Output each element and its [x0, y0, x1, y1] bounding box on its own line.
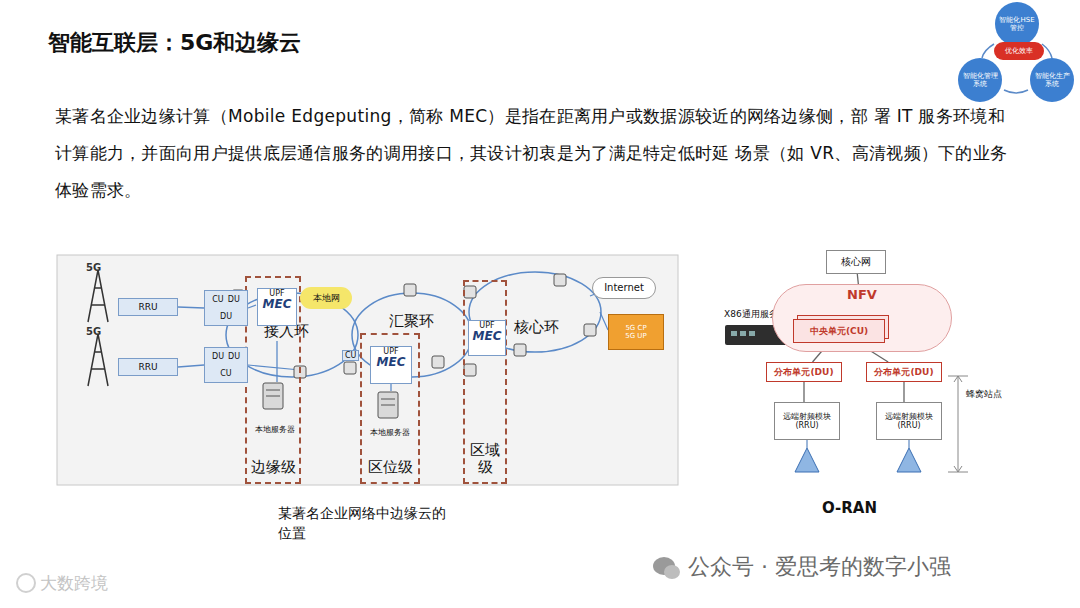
upf-mec-box: UPFMEC [468, 320, 506, 356]
node-text: NFV [847, 288, 877, 303]
band-label: 5G [86, 326, 101, 337]
connector [178, 307, 204, 308]
router-icon [432, 356, 444, 368]
node-text: 边缘级 [251, 459, 296, 476]
node-text: 本地服务器 [255, 425, 295, 434]
rru-module-box: 远端射频模块 (RRU) [774, 402, 840, 440]
node-text: DU [228, 295, 240, 304]
connector [857, 274, 858, 284]
intro-text: 某著名企业边缘计算（Mobile Edgeputing，简称 MEC）是指在距离… [55, 98, 1015, 209]
node-text: UPF [479, 321, 494, 330]
node-text: UPF [383, 347, 398, 356]
node-text: DU [220, 312, 232, 321]
node-text: CU [212, 295, 223, 304]
distributed-unit-box: 分布单元(DU) [866, 362, 942, 382]
server-ports [731, 331, 755, 336]
antenna-tower [795, 440, 921, 472]
ring [226, 272, 601, 377]
node-text: CU [220, 369, 231, 378]
rru-box: RRU [118, 298, 178, 316]
router-icon [464, 364, 476, 376]
rru-box: RRU [118, 358, 178, 376]
upf-mec-box: UPFMEC [257, 288, 297, 326]
node-text: 区位级 [368, 459, 413, 476]
cell-site-bracket [948, 376, 968, 472]
logo-circle: 智能化生产系统 [1030, 58, 1074, 102]
node-text: DU [212, 352, 224, 361]
cu-du-box: CU DU DU [204, 290, 248, 326]
node-text: 核心网 [841, 256, 871, 268]
location-level-zone: 区位级 UPFMEC 本地服务器 [360, 333, 420, 484]
ring-label: 汇聚环 [389, 312, 434, 331]
router-icon [344, 362, 356, 374]
node-text: MEC [377, 356, 406, 370]
diagram-panel [57, 255, 678, 485]
local-server: 本地服务器 [364, 391, 416, 437]
router-icon [514, 344, 526, 356]
logo-circle: 智能化HSE管控 [995, 2, 1039, 46]
5g-core-box: 5G CP5G UP [608, 314, 664, 350]
node-text: MEC [263, 298, 292, 312]
logo-circle: 智能化管理系统 [958, 58, 1002, 102]
node-text: 智能化生产系统 [1034, 72, 1070, 88]
watermark-icon [17, 574, 35, 592]
node-text: RRU [138, 302, 157, 312]
central-unit-box: 中央单元(CU) [793, 319, 885, 343]
slide-title: 智能互联层：5G和边缘云 [48, 28, 301, 58]
region-level-zone: 区域级 UPFMEC [463, 280, 507, 484]
node-text: MEC [473, 330, 502, 344]
router-icons [232, 274, 596, 378]
local-network-cloud: 本地网 [300, 287, 352, 309]
ring-label: 核心环 [514, 318, 559, 337]
unit-label: CU [342, 350, 359, 361]
node-text: DU [228, 352, 240, 361]
node-text: Internet [604, 282, 644, 294]
connector [390, 384, 391, 391]
watermark: 大数跨境 [40, 572, 108, 595]
site-label: 蜂窝站点 [966, 388, 1002, 401]
node-text: 本地服务器 [370, 428, 410, 437]
node-text: 分布单元(DU) [774, 367, 833, 377]
node-text: 分布单元(DU) [874, 367, 933, 377]
node-text: 中央单元(CU) [810, 326, 868, 336]
router-icon [584, 324, 596, 336]
edge-level-zone: 边缘级 UPFMEC 本地服务器 [245, 276, 301, 484]
node-text: 5G CP [625, 324, 646, 332]
link [248, 0, 690, 370]
node-text: 区域级 [465, 442, 505, 477]
connector [803, 382, 804, 402]
figure-caption: O-RAN [822, 499, 877, 517]
server-icon [263, 383, 398, 418]
node-text: 智能化HSE管控 [999, 16, 1035, 32]
rru-module-box: 远端射频模块 (RRU) [876, 402, 942, 440]
upf-mec-box: UPFMEC [370, 346, 412, 384]
node-text: 优化效率 [1005, 47, 1033, 55]
node-text: 远端射频模块 (RRU) [879, 412, 939, 430]
router-icon [554, 274, 566, 286]
watermark: 公众号 · 爱思考的数字小强 [688, 552, 951, 582]
wechat-icon [653, 557, 680, 579]
local-server: 本地服务器 [252, 382, 298, 434]
connector [178, 365, 204, 367]
cu-du-box: DU DU CU [204, 347, 248, 383]
figure-caption: 某著名企业网络中边缘云的位置 [278, 503, 458, 544]
distributed-unit-box: 分布单元(DU) [766, 362, 842, 382]
node-text: UPF [269, 289, 284, 298]
connector [903, 382, 904, 402]
node-text: 5G UP [625, 332, 646, 340]
logo-center: 优化效率 [994, 42, 1044, 60]
router-icon [404, 284, 416, 296]
nfv-cloud: NFV 中央单元(CU) [772, 284, 952, 352]
node-text: 智能化管理系统 [962, 72, 998, 88]
node-text: 本地网 [313, 293, 340, 303]
internet-cloud: Internet [592, 277, 656, 299]
core-network-box: 核心网 [826, 250, 886, 274]
node-text: RRU [138, 362, 157, 372]
band-label: 5G [86, 262, 101, 273]
router-icon [464, 286, 476, 298]
node-text: 远端射频模块 (RRU) [777, 412, 837, 430]
